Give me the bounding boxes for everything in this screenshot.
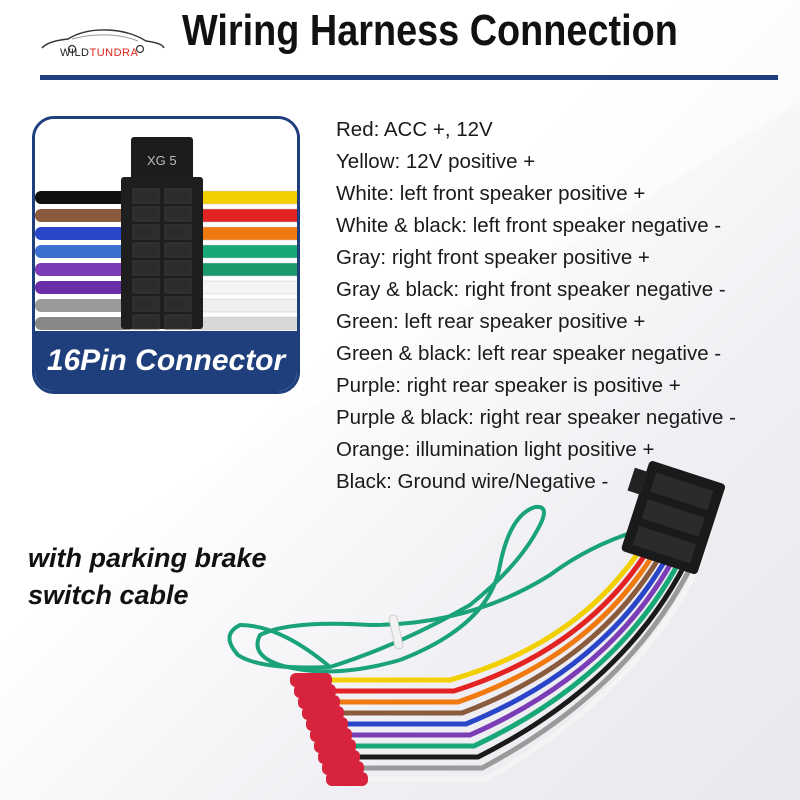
car-outline-icon — [41, 29, 165, 54]
connector-wire-left — [35, 191, 135, 204]
connector-wire-left — [35, 263, 135, 276]
harness-crimp-terminal — [298, 695, 340, 709]
harness-crimp-terminal — [326, 772, 368, 786]
parking-brake-note-line: with parking brake — [28, 543, 267, 573]
connector-pin-cell — [164, 188, 192, 204]
connector-wire-left — [35, 281, 135, 294]
wiring-list-item: Green & black: left rear speaker negativ… — [336, 342, 722, 365]
harness-crimp-terminal — [302, 706, 344, 720]
harness-crimp-terminal — [314, 739, 356, 753]
connector-pin-cell — [132, 314, 160, 330]
wiring-list: Red: ACC +, 12V Yellow: 12V positive + Whi… — [336, 114, 736, 498]
harness-crimp-terminal — [318, 750, 360, 764]
parking-brake-wire — [227, 504, 546, 670]
title-underline — [40, 75, 778, 80]
wiring-list-item: Black: Ground wire/Negative - — [336, 470, 609, 493]
connector-pin-cell — [132, 206, 160, 222]
harness-connector — [621, 461, 726, 575]
wiring-list-item: Gray & black: right front speaker negati… — [336, 278, 726, 301]
wiring-list-item: Green: left rear speaker positive + — [336, 310, 646, 333]
connector-pin-cell — [132, 242, 160, 258]
brand-logo: WILDTUNDRA — [38, 24, 168, 64]
connector-pin-cell — [132, 296, 160, 312]
connector-pin-cell — [164, 296, 192, 312]
cable-tie — [388, 614, 404, 650]
connector-housing-top — [131, 137, 193, 185]
connector-pin-cell — [132, 224, 160, 240]
harness-crimp-terminal — [310, 728, 352, 742]
wiring-list-item: Orange: illumination light positive + — [336, 438, 655, 461]
harness-crimp-terminal — [306, 717, 348, 731]
harness-wire — [366, 548, 709, 782]
connector-pin-cell — [164, 278, 192, 294]
connector-pin-cell — [164, 242, 192, 258]
harness-crimp-terminal — [322, 761, 364, 775]
page-title: Wiring Harness Connection — [182, 6, 678, 55]
harness-wire — [362, 542, 705, 771]
connector-pin-cell — [164, 314, 192, 330]
harness-wire — [358, 536, 701, 760]
connector-pin-cell — [164, 260, 192, 276]
connector-pin-cell — [132, 260, 160, 276]
harness-wire — [354, 530, 697, 749]
connector-pin-cell — [164, 224, 192, 240]
harness-crimp-terminal — [290, 673, 332, 687]
harness-crimp-terminal — [294, 684, 336, 698]
connector-caption: 16Pin Connector — [35, 331, 297, 391]
connector-pin-cell — [164, 206, 192, 222]
connector-wire-left — [35, 227, 135, 240]
connector-photo: XG 5 16Pin Connector — [32, 116, 300, 394]
connector-wire-left — [35, 317, 135, 330]
wiring-list-item: Yellow: 12V positive + — [336, 150, 536, 173]
wiring-harness-illustration — [227, 461, 726, 786]
connector-pin-cell — [132, 188, 160, 204]
connector-wire-left — [35, 245, 135, 258]
wiring-list-item: White: left front speaker positive + — [336, 182, 646, 205]
connector-wire-left — [35, 209, 135, 222]
wiring-list-item: Red: ACC +, 12V — [336, 118, 493, 141]
wiring-list-item: Purple & black: right rear speaker negat… — [336, 406, 736, 429]
connector-wire-left — [35, 299, 135, 312]
connector-illustration: XG 5 — [35, 119, 297, 337]
wiring-list-item: White & black: left front speaker negati… — [336, 214, 722, 237]
housing-label: XG 5 — [147, 153, 177, 168]
connector-pin-cell — [132, 278, 160, 294]
wiring-list-item: Purple: right rear speaker is positive + — [336, 374, 681, 397]
wiring-list-item: Gray: right front speaker positive + — [336, 246, 650, 269]
parking-brake-note-line: switch cable — [28, 580, 189, 610]
brand-wordmark: WILDTUNDRA — [60, 47, 139, 59]
parking-brake-wire — [255, 528, 641, 674]
parking-brake-note: with parking brake switch cable — [28, 540, 267, 614]
